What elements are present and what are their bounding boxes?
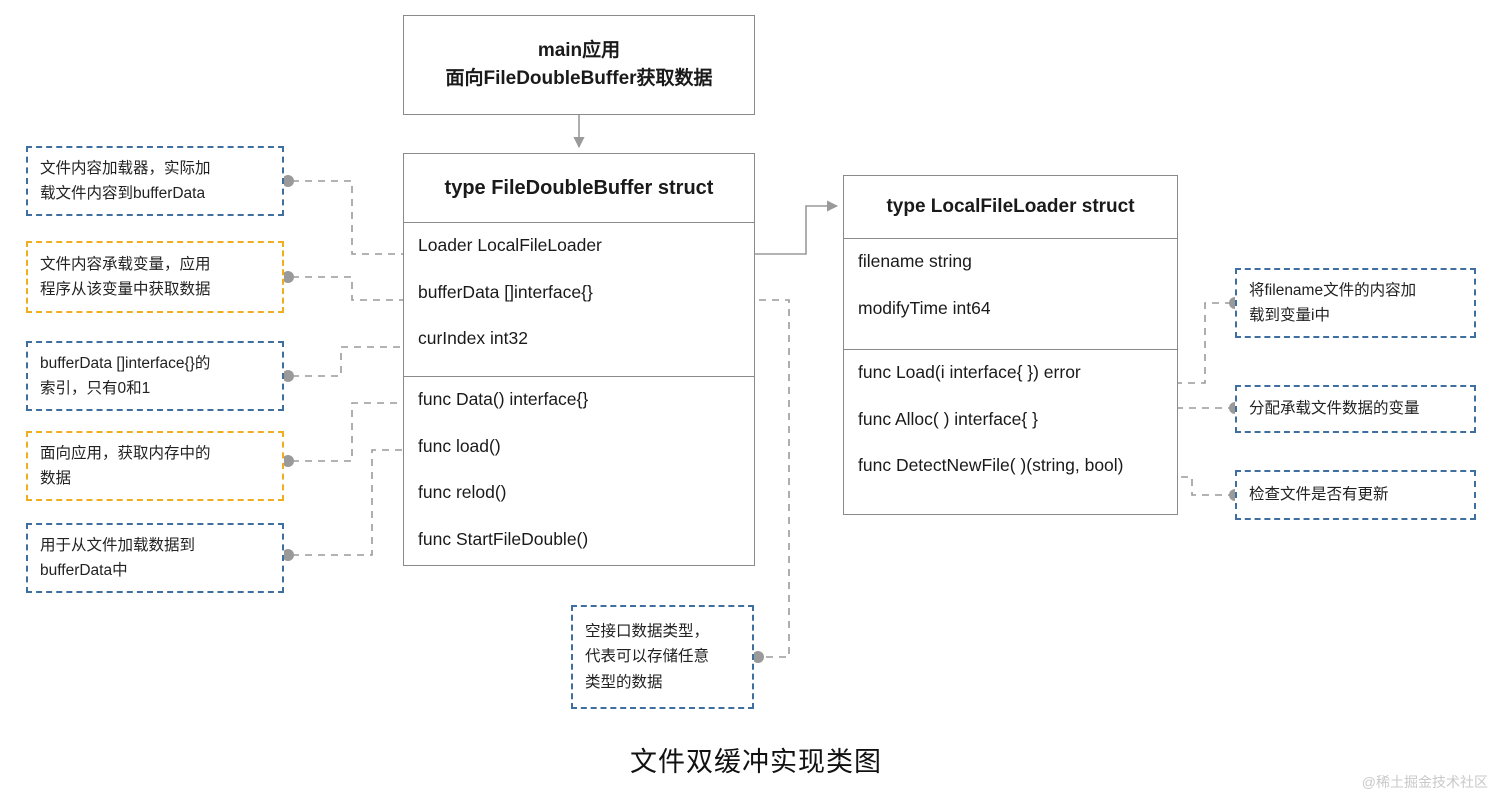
connector-note-empty-interface: [616, 299, 790, 658]
note-cur-index-line1: bufferData []interface{}的: [40, 354, 211, 372]
connector-note-loader-load: [1110, 302, 1231, 384]
method-loader-detect-new-file: func DetectNewFile( )(string, bool): [858, 455, 1124, 475]
note-loader-line2: 载文件内容到bufferData: [40, 185, 206, 202]
fields-compartment-file-double-buffer: Loader LocalFileLoader bufferData []inte…: [404, 223, 754, 376]
method-loader-load: func Load(i interface{ }) error: [858, 362, 1081, 382]
note-empty-interface[interactable]: 空接口数据类型， 代表可以存储任意 类型的数据: [571, 605, 754, 709]
connector-endpoint: [282, 549, 294, 561]
note-load-method-line1: 用于从文件加载数据到: [40, 536, 196, 554]
connector-endpoint: [752, 651, 764, 663]
note-loader[interactable]: 文件内容加载器，实际加 载文件内容到bufferData: [26, 146, 284, 216]
note-loader-load-line2: 载到变量i中: [1249, 307, 1330, 324]
field-modify-time: modifyTime int64: [858, 297, 991, 318]
note-loader-alloc[interactable]: 分配承载文件数据的变量: [1235, 385, 1476, 433]
note-empty-interface-line3: 类型的数据: [585, 673, 663, 691]
fields-compartment-local-file-loader: filename string modifyTime int64: [844, 239, 1177, 349]
class-local-file-loader[interactable]: type LocalFileLoader struct filename str…: [843, 175, 1178, 515]
watermark: @稀土掘金技术社区: [1361, 774, 1488, 790]
note-loader-load-line1: 将filename文件的内容加: [1249, 281, 1417, 299]
note-data-method-line1: 面向应用，获取内存中的: [40, 444, 211, 462]
note-cur-index-line2: 索引，只有0和1: [40, 380, 151, 397]
note-data-method-line2: 数据: [40, 470, 72, 487]
note-load-method-line2: bufferData中: [40, 562, 128, 579]
method-start-file-double: func StartFileDouble(): [418, 528, 589, 549]
connector-endpoint: [282, 455, 294, 467]
field-loader: Loader LocalFileLoader: [418, 235, 602, 255]
note-buffer-data[interactable]: 文件内容承载变量，应用 程序从该变量中获取数据: [26, 241, 284, 313]
field-filename: filename string: [858, 251, 972, 271]
method-data: func Data() interface{}: [418, 389, 589, 409]
note-empty-interface-line1: 空接口数据类型，: [585, 623, 710, 641]
note-data-method[interactable]: 面向应用，获取内存中的 数据: [26, 431, 284, 501]
method-loader-alloc: func Alloc( ) interface{ }: [858, 408, 1038, 429]
note-empty-interface-line2: 代表可以存储任意: [585, 648, 710, 666]
connector-note-data: [292, 402, 412, 462]
note-buffer-data-line2: 程序从该变量中获取数据: [40, 281, 211, 298]
note-loader-detect-line1: 检查文件是否有更新: [1249, 486, 1389, 504]
method-load: func load(): [418, 435, 501, 456]
class-title-file-double-buffer: type FileDoubleBuffer struct: [404, 154, 754, 223]
methods-compartment-file-double-buffer: func Data() interface{} func load() func…: [404, 376, 754, 562]
note-loader-detect[interactable]: 检查文件是否有更新: [1235, 470, 1476, 520]
connector-endpoint: [282, 370, 294, 382]
note-buffer-data-line1: 文件内容承载变量，应用: [40, 255, 211, 273]
note-loader-load[interactable]: 将filename文件的内容加 载到变量i中: [1235, 268, 1476, 338]
main-app-line2: 面向FileDoubleBuffer获取数据: [445, 68, 713, 89]
connector-note-load: [292, 449, 412, 556]
diagram-caption: 文件双缓冲实现类图: [630, 747, 882, 777]
class-file-double-buffer[interactable]: type FileDoubleBuffer struct Loader Loca…: [403, 153, 755, 566]
method-relod: func relod(): [418, 482, 507, 502]
main-app-box[interactable]: main应用 面向FileDoubleBuffer获取数据: [403, 15, 755, 115]
note-loader-line1: 文件内容加载器，实际加: [40, 159, 211, 177]
connector-endpoint: [282, 271, 294, 283]
connector-endpoint: [282, 175, 294, 187]
note-cur-index[interactable]: bufferData []interface{}的 索引，只有0和1: [26, 341, 284, 411]
connector-note-bufferdata: [292, 276, 412, 301]
methods-compartment-local-file-loader: func Load(i interface{ }) error func All…: [844, 349, 1177, 489]
field-cur-index: curIndex int32: [418, 328, 528, 348]
class-title-local-file-loader: type LocalFileLoader struct: [844, 176, 1177, 239]
main-app-line1: main应用: [537, 40, 621, 62]
field-buffer-data: bufferData []interface{}: [418, 281, 593, 302]
connector-note-loader: [292, 180, 412, 255]
note-loader-alloc-line1: 分配承载文件数据的变量: [1249, 400, 1420, 418]
note-load-method[interactable]: 用于从文件加载数据到 bufferData中: [26, 523, 284, 593]
connector-note-curindex: [292, 346, 412, 377]
